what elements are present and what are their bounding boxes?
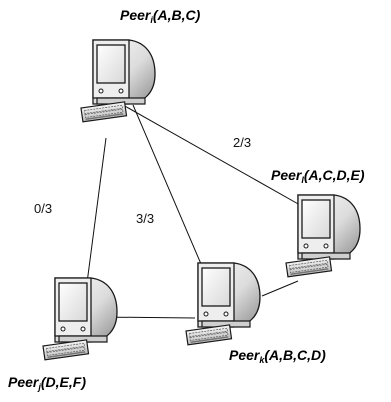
peer-i-files: (A,B,C) [152,7,201,23]
peer-i-name: Peer [120,7,151,23]
nodes-layer [42,39,361,361]
peer-j-computer-icon [42,277,118,361]
edge-i-j [86,137,107,284]
peer-k-label: Peerk(A,B,C,D) [229,347,326,365]
edge-label-i-l: 2/3 [233,135,252,150]
edge-label-i-k: 3/3 [136,211,155,226]
peer-j-sub: j [38,382,41,392]
peer-j-label: Peerj(D,E,F) [8,374,86,392]
peer-l-computer-icon [285,194,361,278]
edges-layer [86,104,301,319]
peer-i-computer-icon [80,39,156,123]
peer-l-label: Peerl(A,C,D,E) [271,167,365,185]
peer-i-label: Peeri(A,B,C) [120,7,201,25]
peer-j-files: (D,E,F) [40,374,86,390]
edge-label-i-j: 0/3 [34,201,53,216]
peer-k-name: Peer [229,347,260,363]
peer-l-name: Peer [271,167,302,183]
peer-i-sub: i [150,15,153,25]
peer-k-computer-icon [185,262,261,346]
peer-j-name: Peer [8,374,39,390]
edge-i-l [122,104,301,206]
edge-k-l [261,280,299,297]
peer-l-sub: l [301,175,304,185]
peer-k-files: (A,B,C,D) [264,347,326,363]
peer-l-files: (A,C,D,E) [303,167,365,183]
edge-i-k [132,104,205,272]
peer-k-sub: k [259,355,265,365]
